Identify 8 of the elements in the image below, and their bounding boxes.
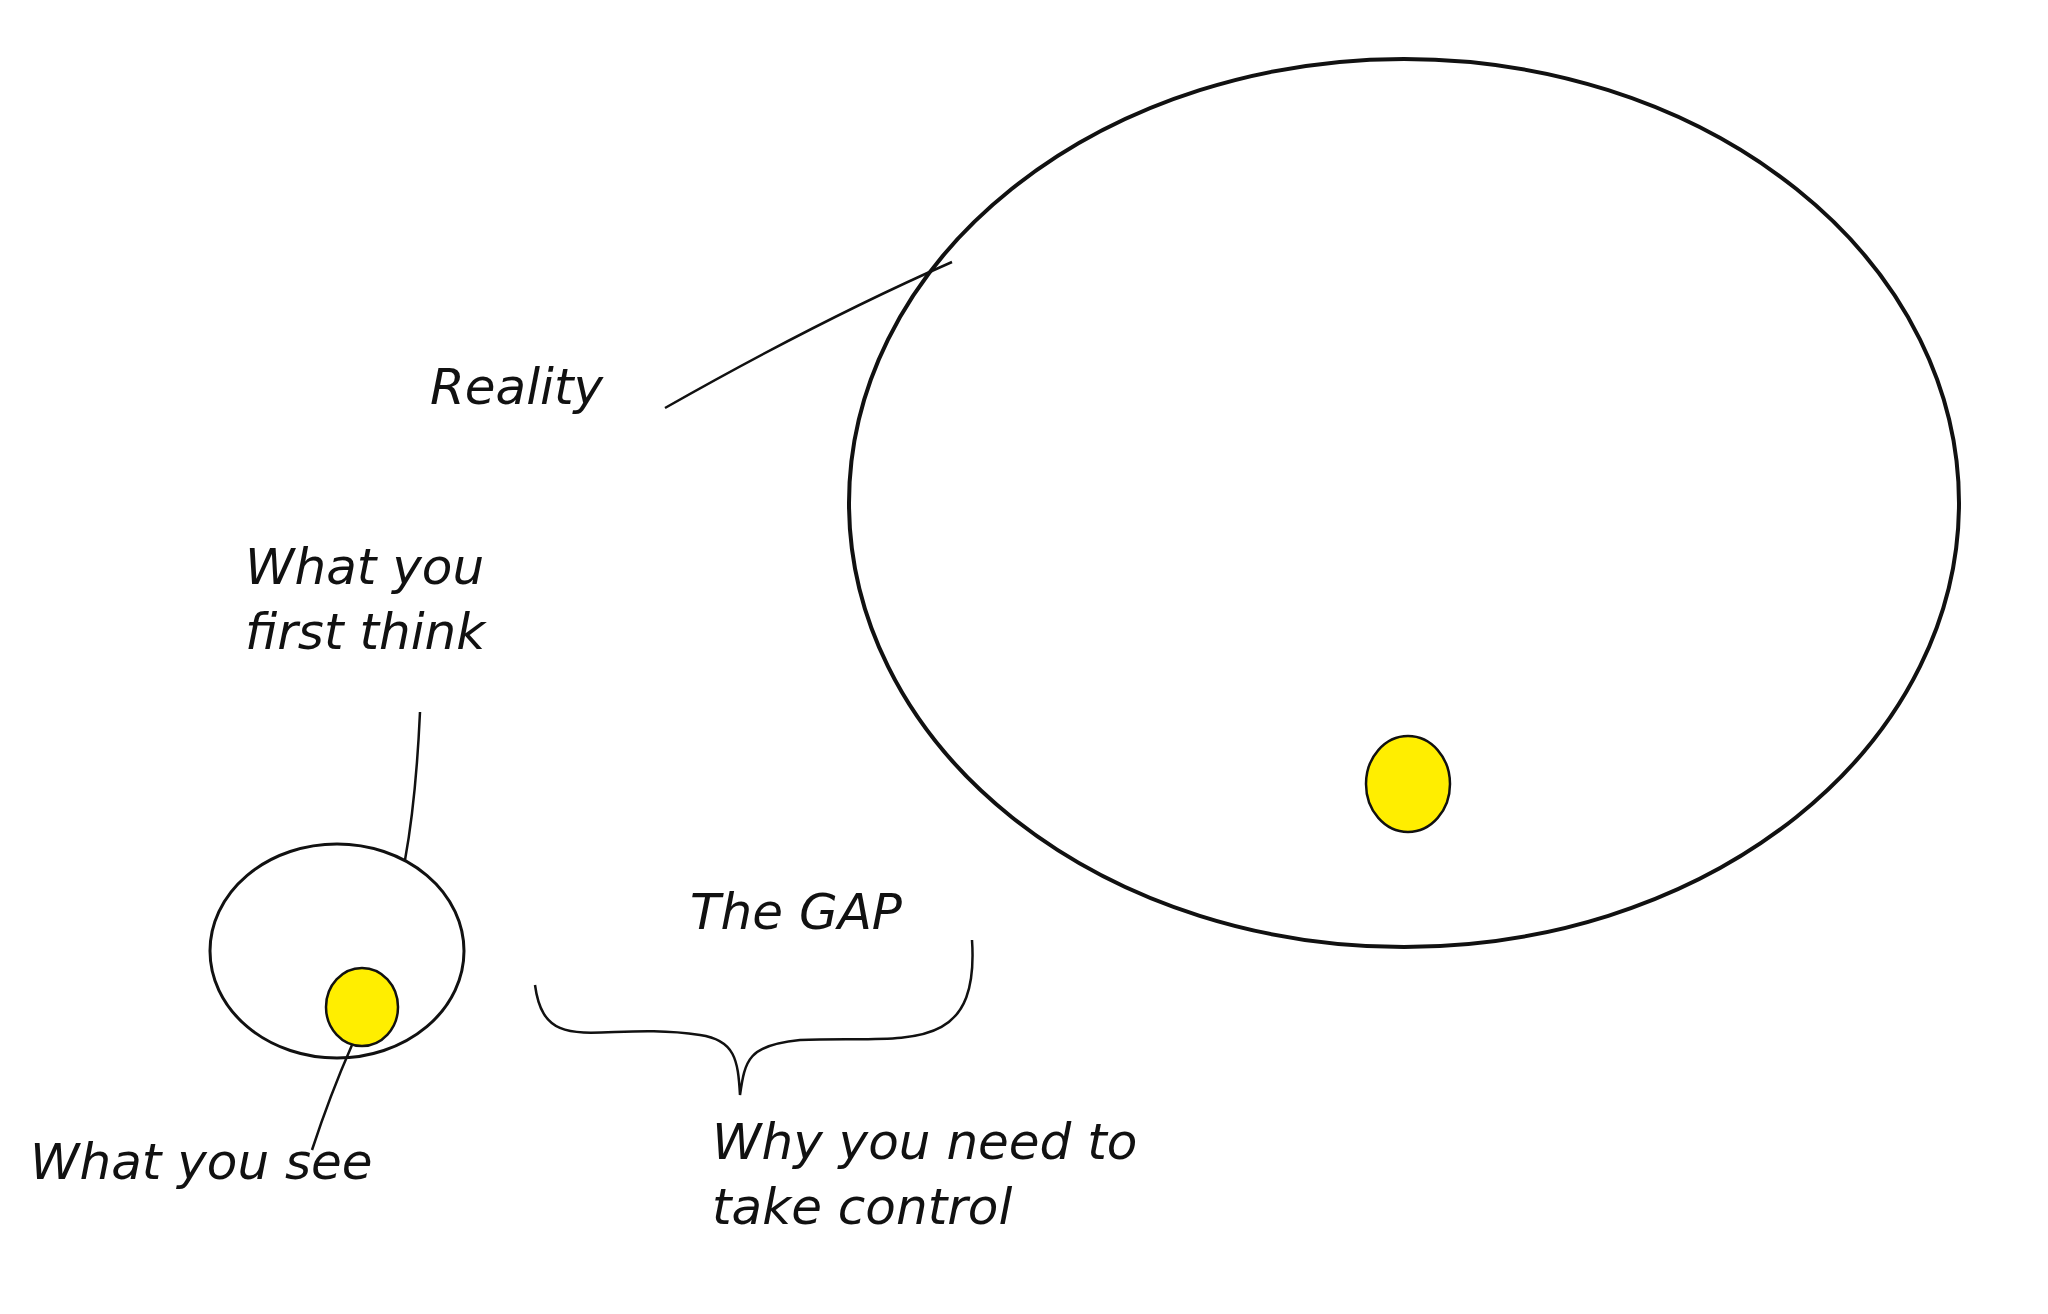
callout-label: What you first think: [245, 535, 545, 665]
leader-line: [403, 711, 422, 861]
annotation-text: Why you need to take control: [712, 1112, 1139, 1238]
leader-line: [310, 1044, 354, 1151]
leader-line: [664, 260, 953, 410]
bracket-label: The GAP: [690, 882, 903, 943]
callout-label: Reality: [430, 355, 660, 420]
callout-label: What you see: [30, 1130, 390, 1195]
